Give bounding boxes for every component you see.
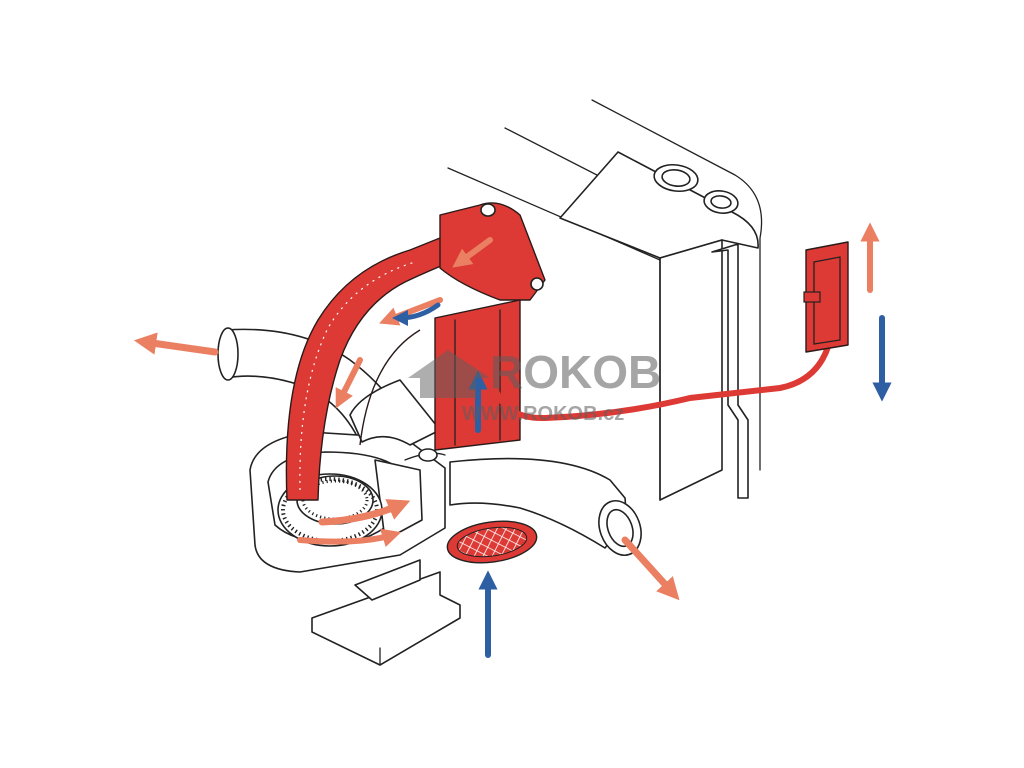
warm-arrow-fan-1 [318, 499, 411, 526]
house-logo-icon [408, 350, 490, 398]
cool-airflow-arrows [392, 302, 892, 658]
intake-filter [446, 520, 538, 564]
warm-airflow-arrows [133, 222, 880, 601]
warm-arrow-top-clamp [452, 237, 493, 268]
warm-arrow-left [133, 332, 219, 356]
base-stand [311, 559, 461, 666]
cool-arrow-curl [392, 302, 441, 326]
right-outlet-pipe [449, 457, 642, 556]
warm-arrow-down [335, 357, 363, 409]
warm-arrow-right [621, 536, 680, 601]
thermostat-switch [803, 241, 849, 353]
watermark: ROKOB WWW.ROKOB.cz [408, 346, 661, 425]
thermostat-cable [488, 327, 833, 422]
warm-arrow-fan-2 [297, 528, 402, 548]
heating-element-clamp [439, 202, 546, 301]
watermark-brand: ROKOB [490, 346, 661, 398]
watermark-url: WWW.ROKOB.cz [462, 403, 624, 425]
radiator [447, 99, 763, 501]
bracket [349, 379, 446, 462]
